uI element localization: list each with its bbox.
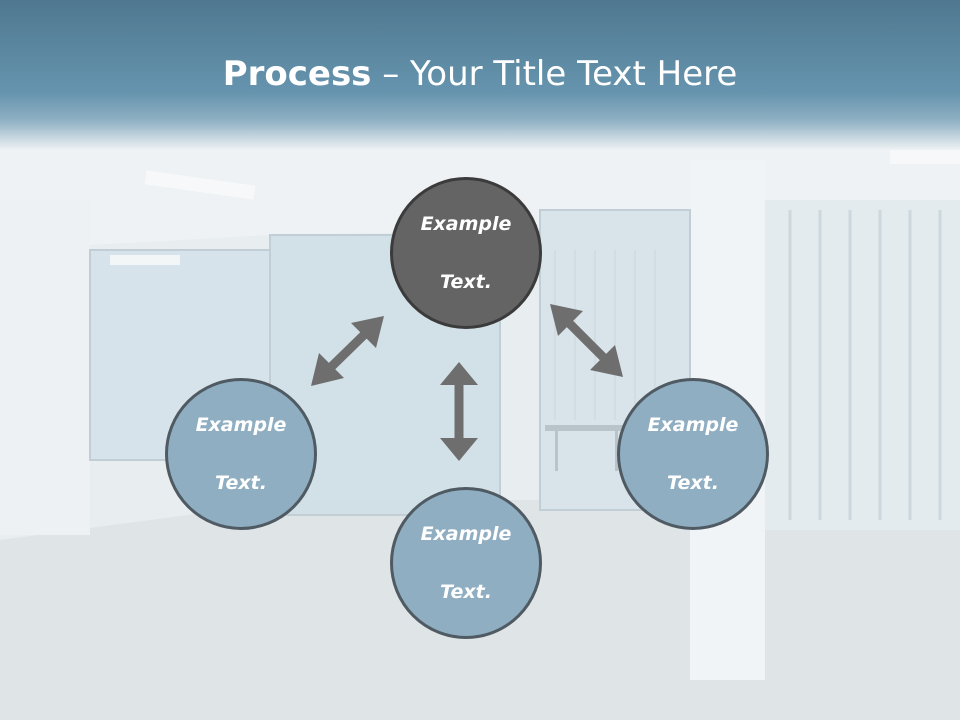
title-bold-text: Process	[222, 54, 372, 94]
slide-title: Process – Your Title Text Here	[0, 52, 960, 96]
node-top-line2: Text.	[440, 270, 492, 293]
arrow-vertical	[440, 362, 478, 461]
node-left-line1: Example	[195, 413, 287, 436]
node-bottom-line1: Example	[420, 522, 512, 545]
title-band	[0, 0, 960, 150]
node-right-line2: Text.	[667, 471, 719, 494]
node-bottom-line2: Text.	[440, 580, 492, 603]
node-top-line1: Example	[420, 212, 512, 235]
arrow-right-diagonal	[550, 304, 623, 377]
node-left-line2: Text.	[215, 471, 267, 494]
node-right-line1: Example	[647, 413, 739, 436]
arrow-left-diagonal	[311, 316, 384, 386]
title-rest-text: – Your Title Text Here	[371, 54, 738, 94]
